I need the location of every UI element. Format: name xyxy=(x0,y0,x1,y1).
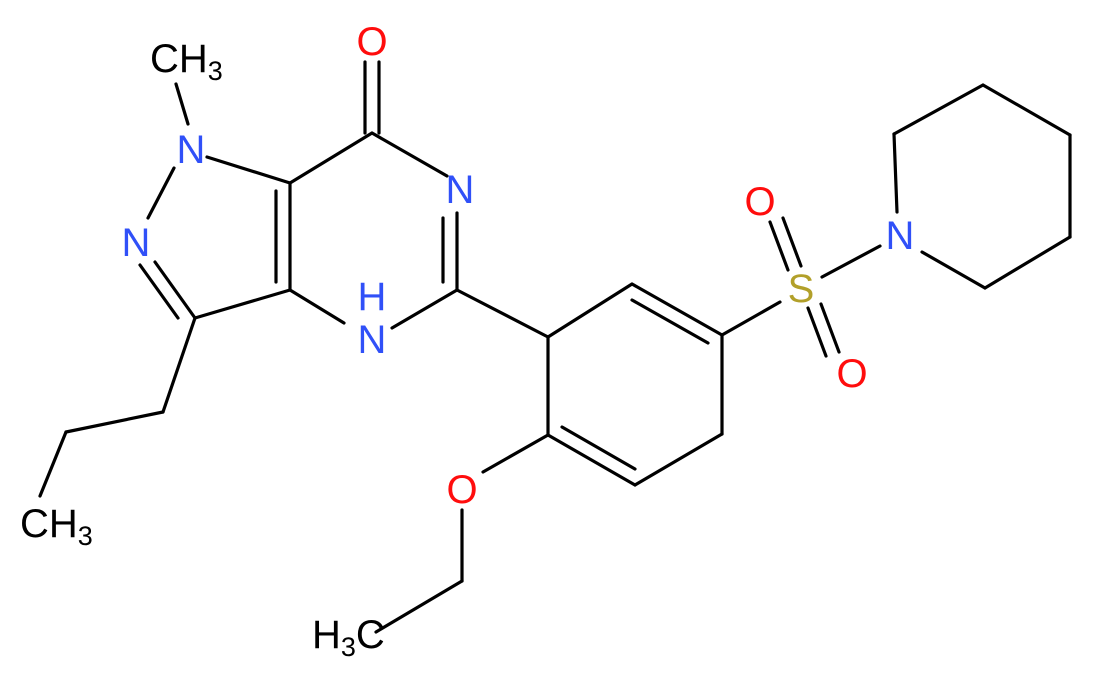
atom-n-ring: N xyxy=(446,168,475,212)
methyl-group-top-main: CH xyxy=(150,37,208,81)
bond xyxy=(205,155,292,185)
atom-n-methyl: N xyxy=(177,128,206,172)
bond xyxy=(64,410,165,434)
bond xyxy=(806,306,828,358)
bond xyxy=(153,260,197,320)
atom-n-piperidine: N xyxy=(886,214,915,258)
bond xyxy=(892,132,899,214)
bond xyxy=(481,433,550,474)
atom-o-ether: O xyxy=(446,468,477,512)
bond xyxy=(781,216,803,268)
bond xyxy=(983,235,1072,290)
atom-o-sulfonyl-bottom: O xyxy=(836,352,867,396)
methyl-group-top: CH3 xyxy=(150,37,223,86)
bonds xyxy=(38,60,1072,634)
methyl-group-propyl-main: CH xyxy=(20,502,78,546)
atom-o-carbonyl: O xyxy=(356,20,387,64)
bond xyxy=(892,83,985,136)
bond xyxy=(390,288,459,330)
bond xyxy=(768,220,790,272)
bond xyxy=(455,288,550,339)
atom-h-amine: H xyxy=(358,275,387,319)
bond xyxy=(288,131,374,185)
methyl-group-top-sub: 3 xyxy=(208,56,223,86)
bond xyxy=(630,298,710,345)
bond xyxy=(633,432,724,487)
bond xyxy=(138,263,180,320)
methyl-group-ethoxy-h: H xyxy=(312,613,341,657)
bond xyxy=(161,316,197,414)
bond xyxy=(819,302,841,354)
atom-n-amine: N xyxy=(358,318,387,362)
atom-labels: O N N N H N O S O O N CH3 CH3 H3C xyxy=(20,20,914,662)
bond xyxy=(920,250,987,290)
atom-n-pyrazole: N xyxy=(122,221,151,265)
bond xyxy=(288,288,346,325)
bond xyxy=(546,433,637,487)
bond xyxy=(630,282,724,337)
bond xyxy=(146,166,176,220)
atom-o-sulfonyl-top: O xyxy=(744,180,775,224)
bond xyxy=(820,244,882,279)
atom-s-sulfonyl: S xyxy=(788,267,815,311)
bond xyxy=(981,83,1072,137)
bond xyxy=(546,282,634,339)
methyl-group-propyl: CH3 xyxy=(20,502,93,551)
bond xyxy=(374,579,464,634)
bond xyxy=(174,82,190,126)
methyl-group-propyl-sub: 3 xyxy=(78,521,93,551)
methyl-group-ethoxy: H3C xyxy=(312,613,385,662)
bond xyxy=(560,425,637,471)
methyl-group-ethoxy-sub: 3 xyxy=(341,632,356,662)
bond xyxy=(193,288,292,320)
methyl-group-ethoxy-c: C xyxy=(356,613,385,657)
bond xyxy=(720,300,782,337)
bond xyxy=(38,430,68,498)
bond xyxy=(370,131,449,178)
